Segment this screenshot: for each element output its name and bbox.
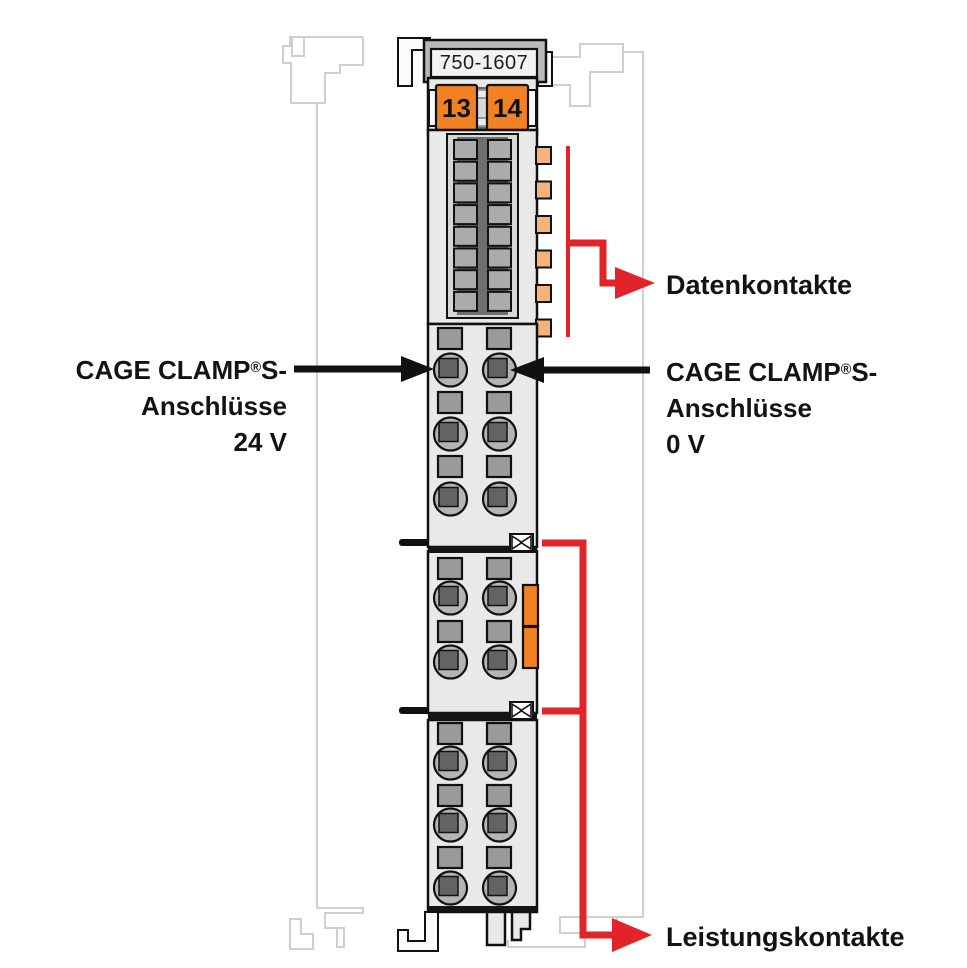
cap-hook — [397, 37, 431, 87]
joint-tick-upper — [399, 539, 429, 546]
clamp-right-label: CAGE CLAMP®S- Anschlüsse 0 V — [666, 352, 946, 462]
data-contact-pins — [453, 139, 512, 312]
registered-mark: ® — [250, 360, 261, 376]
clamp-arrow-left — [294, 356, 434, 382]
part-number: 750-1607 — [439, 52, 529, 74]
clamp-right-line2: Anschlüsse — [666, 393, 812, 424]
clamp-right-voltage: 0 V — [666, 429, 706, 460]
clamp-left-line2: Anschlüsse — [141, 391, 287, 422]
terminal-13-label: 13 — [442, 93, 471, 123]
joint-tick-lower — [399, 707, 429, 714]
terminal-14-label: 14 — [493, 93, 522, 123]
clamp-terminals-3 — [432, 721, 518, 906]
terminal-latch-right — [527, 89, 537, 127]
part-number-plate — [429, 47, 539, 79]
terminal-block — [426, 76, 539, 136]
power-contacts-label: Leistungskontakte — [666, 922, 905, 952]
data-contact-section — [426, 128, 552, 338]
clamp-terminals-1 — [432, 326, 518, 517]
latch-symbol-upper — [509, 533, 534, 552]
power-contacts-pointer — [542, 539, 652, 952]
foot-middle — [485, 910, 507, 947]
clamp-terminals-2 — [432, 556, 518, 680]
clamp-sections — [399, 322, 540, 914]
clamp-left-voltage: 24 V — [233, 427, 288, 458]
registered-mark: ® — [840, 362, 852, 378]
module-cap — [397, 37, 553, 87]
data-contacts-label: Datenkontakte — [666, 270, 853, 300]
foot-left — [397, 911, 439, 952]
clamp-left-line1: CAGE CLAMP®S- — [75, 355, 287, 386]
power-contacts-arrowhead — [612, 918, 652, 952]
foot-right — [510, 910, 532, 942]
data-contacts-arrowhead — [615, 267, 655, 299]
clamp-arrow-right — [510, 357, 650, 383]
data-contacts-pointer — [566, 146, 655, 337]
side-data-contacts — [535, 146, 552, 338]
ghost-neighbor-outlines — [282, 36, 644, 950]
clamp-left-label: CAGE CLAMP®S- Anschlüsse 24 V — [40, 350, 287, 460]
latch-symbol-lower — [509, 701, 534, 720]
module-feet — [397, 910, 532, 952]
power-jumper-contacts — [521, 583, 540, 670]
clamp-right-line1: CAGE CLAMP®S- — [666, 357, 878, 388]
